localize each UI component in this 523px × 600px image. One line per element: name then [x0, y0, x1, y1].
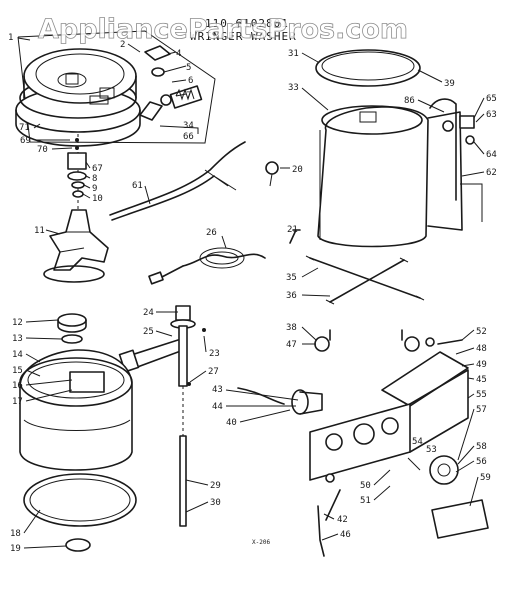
callout-31: 31: [288, 49, 299, 59]
callout-71: 71: [19, 123, 30, 133]
callout-35: 35: [286, 273, 297, 283]
callout-86: 86: [404, 96, 415, 106]
callout-14: 14: [12, 350, 23, 360]
callout-55: 55: [476, 390, 487, 400]
leg-frame: [305, 255, 425, 305]
watermark: AppliancePartsPros.com: [38, 14, 408, 45]
callout-21: 21: [287, 225, 298, 235]
callout-9: 9: [92, 184, 97, 194]
callout-42: 42: [337, 515, 348, 525]
inner-basket: [19, 313, 137, 552]
callout-63: 63: [486, 110, 497, 120]
callout-2: 2: [120, 40, 125, 50]
callout-12: 12: [12, 318, 23, 328]
outer-tub: [315, 49, 483, 248]
callout-70: 70: [37, 145, 48, 155]
callout-5: 5: [186, 63, 191, 73]
callout-44: 44: [212, 402, 223, 412]
callout-13: 13: [12, 334, 23, 344]
callout-57: 57: [476, 405, 487, 415]
callout-53: 53: [426, 445, 437, 455]
callout-61: 61: [132, 181, 143, 191]
callout-19: 19: [10, 544, 21, 554]
leader-lines: [17, 37, 485, 549]
callout-26: 26: [206, 228, 217, 238]
callout-17: 17: [12, 397, 23, 407]
callout-62: 62: [486, 168, 497, 178]
agitator: [43, 209, 109, 283]
model-number: 110.6102801: [205, 17, 289, 30]
callout-23: 23: [209, 349, 220, 359]
callout-58: 58: [476, 442, 487, 452]
callout-27: 27: [208, 367, 219, 377]
callout-43: 43: [212, 385, 223, 395]
callout-56: 56: [476, 457, 487, 467]
callout-10: 10: [92, 194, 103, 204]
callout-labels: 1 2 4 5 6 7 71 34 66 69 70 67 8 9 10 61 …: [8, 33, 497, 554]
callout-65: 65: [486, 94, 497, 104]
callout-49: 49: [476, 360, 487, 370]
callout-33: 33: [288, 83, 299, 93]
callout-38: 38: [286, 323, 297, 333]
callout-18: 18: [10, 529, 21, 539]
callout-54: 54: [412, 437, 423, 447]
callout-29: 29: [210, 481, 221, 491]
callout-51: 51: [360, 496, 371, 506]
callout-69: 69: [20, 136, 31, 146]
callout-66: 66: [183, 132, 194, 142]
callout-16: 16: [12, 381, 23, 391]
callout-67: 67: [92, 164, 103, 174]
callout-8: 8: [92, 174, 97, 184]
wringer-assembly: [15, 30, 216, 210]
casters: [314, 329, 420, 352]
callout-34: 34: [183, 121, 194, 131]
callout-47: 47: [286, 340, 297, 350]
motor-pump-assembly: [237, 337, 489, 557]
callout-7: 7: [186, 91, 191, 101]
callout-48: 48: [476, 344, 487, 354]
callout-50: 50: [360, 481, 371, 491]
callout-59: 59: [480, 473, 491, 483]
diagram-title: WRINGER WASHER: [190, 30, 297, 43]
callout-15: 15: [12, 366, 23, 376]
callout-39: 39: [444, 79, 455, 89]
callout-11: 11: [34, 226, 45, 236]
wire-harness: [109, 141, 301, 285]
callout-24: 24: [143, 308, 154, 318]
callout-4: 4: [176, 49, 181, 59]
callout-46: 46: [340, 530, 351, 540]
callout-45: 45: [476, 375, 487, 385]
callout-1: 1: [8, 33, 13, 43]
callout-52: 52: [476, 327, 487, 337]
callout-30: 30: [210, 498, 221, 508]
callout-36: 36: [286, 291, 297, 301]
callout-6: 6: [188, 76, 193, 86]
callout-20: 20: [292, 165, 303, 175]
callout-25: 25: [143, 327, 154, 337]
footer-code: X-206: [252, 539, 270, 546]
callout-64: 64: [486, 150, 497, 160]
callout-40: 40: [226, 418, 237, 428]
